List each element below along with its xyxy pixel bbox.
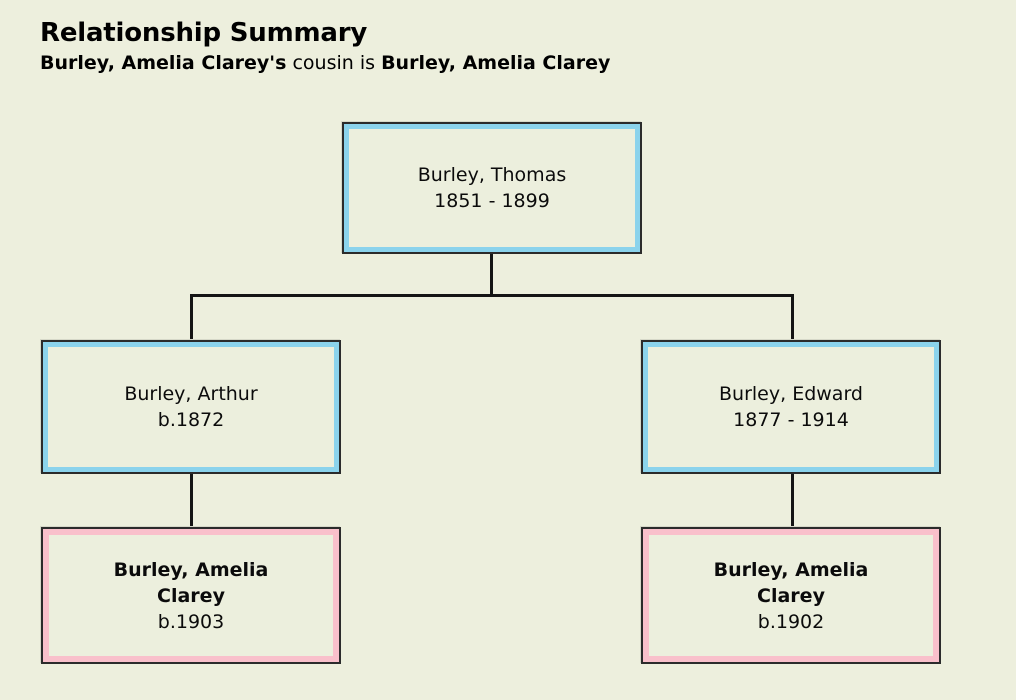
- connector-arthur-to-amelia-left: [190, 472, 193, 529]
- person-node-amelia-right[interactable]: Burley, Amelia Clarey b.1902: [641, 527, 941, 664]
- relationship-statement: Burley, Amelia Clarey's cousin is Burley…: [40, 50, 980, 76]
- person-node-arthur[interactable]: Burley, Arthur b.1872: [41, 340, 341, 474]
- person-name-line2: Clarey: [157, 584, 225, 607]
- connector-sibling-bar: [190, 294, 794, 297]
- person-node-body: Burley, Edward 1877 - 1914: [643, 342, 939, 472]
- relationship-target: Burley, Amelia Clarey: [381, 52, 611, 74]
- person-dates: b.1902: [757, 610, 825, 633]
- person-name: Burley, Thomas: [417, 164, 567, 186]
- person-node-body: Burley, Arthur b.1872: [43, 342, 339, 472]
- person-dates: 1877 - 1914: [733, 409, 849, 431]
- person-node-amelia-left[interactable]: Burley, Amelia Clarey b.1903: [41, 527, 341, 664]
- person-node-thomas[interactable]: Burley, Thomas 1851 - 1899: [342, 122, 642, 254]
- person-name: Burley, Arthur: [124, 383, 258, 405]
- relationship-kind: cousin is: [286, 52, 382, 74]
- person-node-body: Burley, Thomas 1851 - 1899: [344, 124, 640, 252]
- relationship-subject: Burley, Amelia Clarey's: [40, 52, 287, 74]
- person-dates: 1851 - 1899: [434, 190, 550, 212]
- person-dates: b.1903: [157, 610, 225, 633]
- page-title: Relationship Summary: [40, 18, 368, 48]
- person-name-line1: Burley, Amelia: [713, 558, 869, 581]
- connector-edward-to-amelia-right: [791, 472, 794, 529]
- connector-thomas-down: [490, 254, 493, 296]
- connector-to-arthur: [190, 294, 193, 342]
- person-name-line2: Clarey: [757, 584, 825, 607]
- person-node-body: Burley, Amelia Clarey b.1902: [643, 529, 939, 662]
- person-dates: b.1872: [157, 409, 225, 431]
- header: Relationship Summary Burley, Amelia Clar…: [40, 18, 980, 76]
- person-node-body: Burley, Amelia Clarey b.1903: [43, 529, 339, 662]
- connector-to-edward: [791, 294, 794, 342]
- person-name: Burley, Edward: [719, 383, 863, 405]
- person-name-line1: Burley, Amelia: [113, 558, 269, 581]
- person-node-edward[interactable]: Burley, Edward 1877 - 1914: [641, 340, 941, 474]
